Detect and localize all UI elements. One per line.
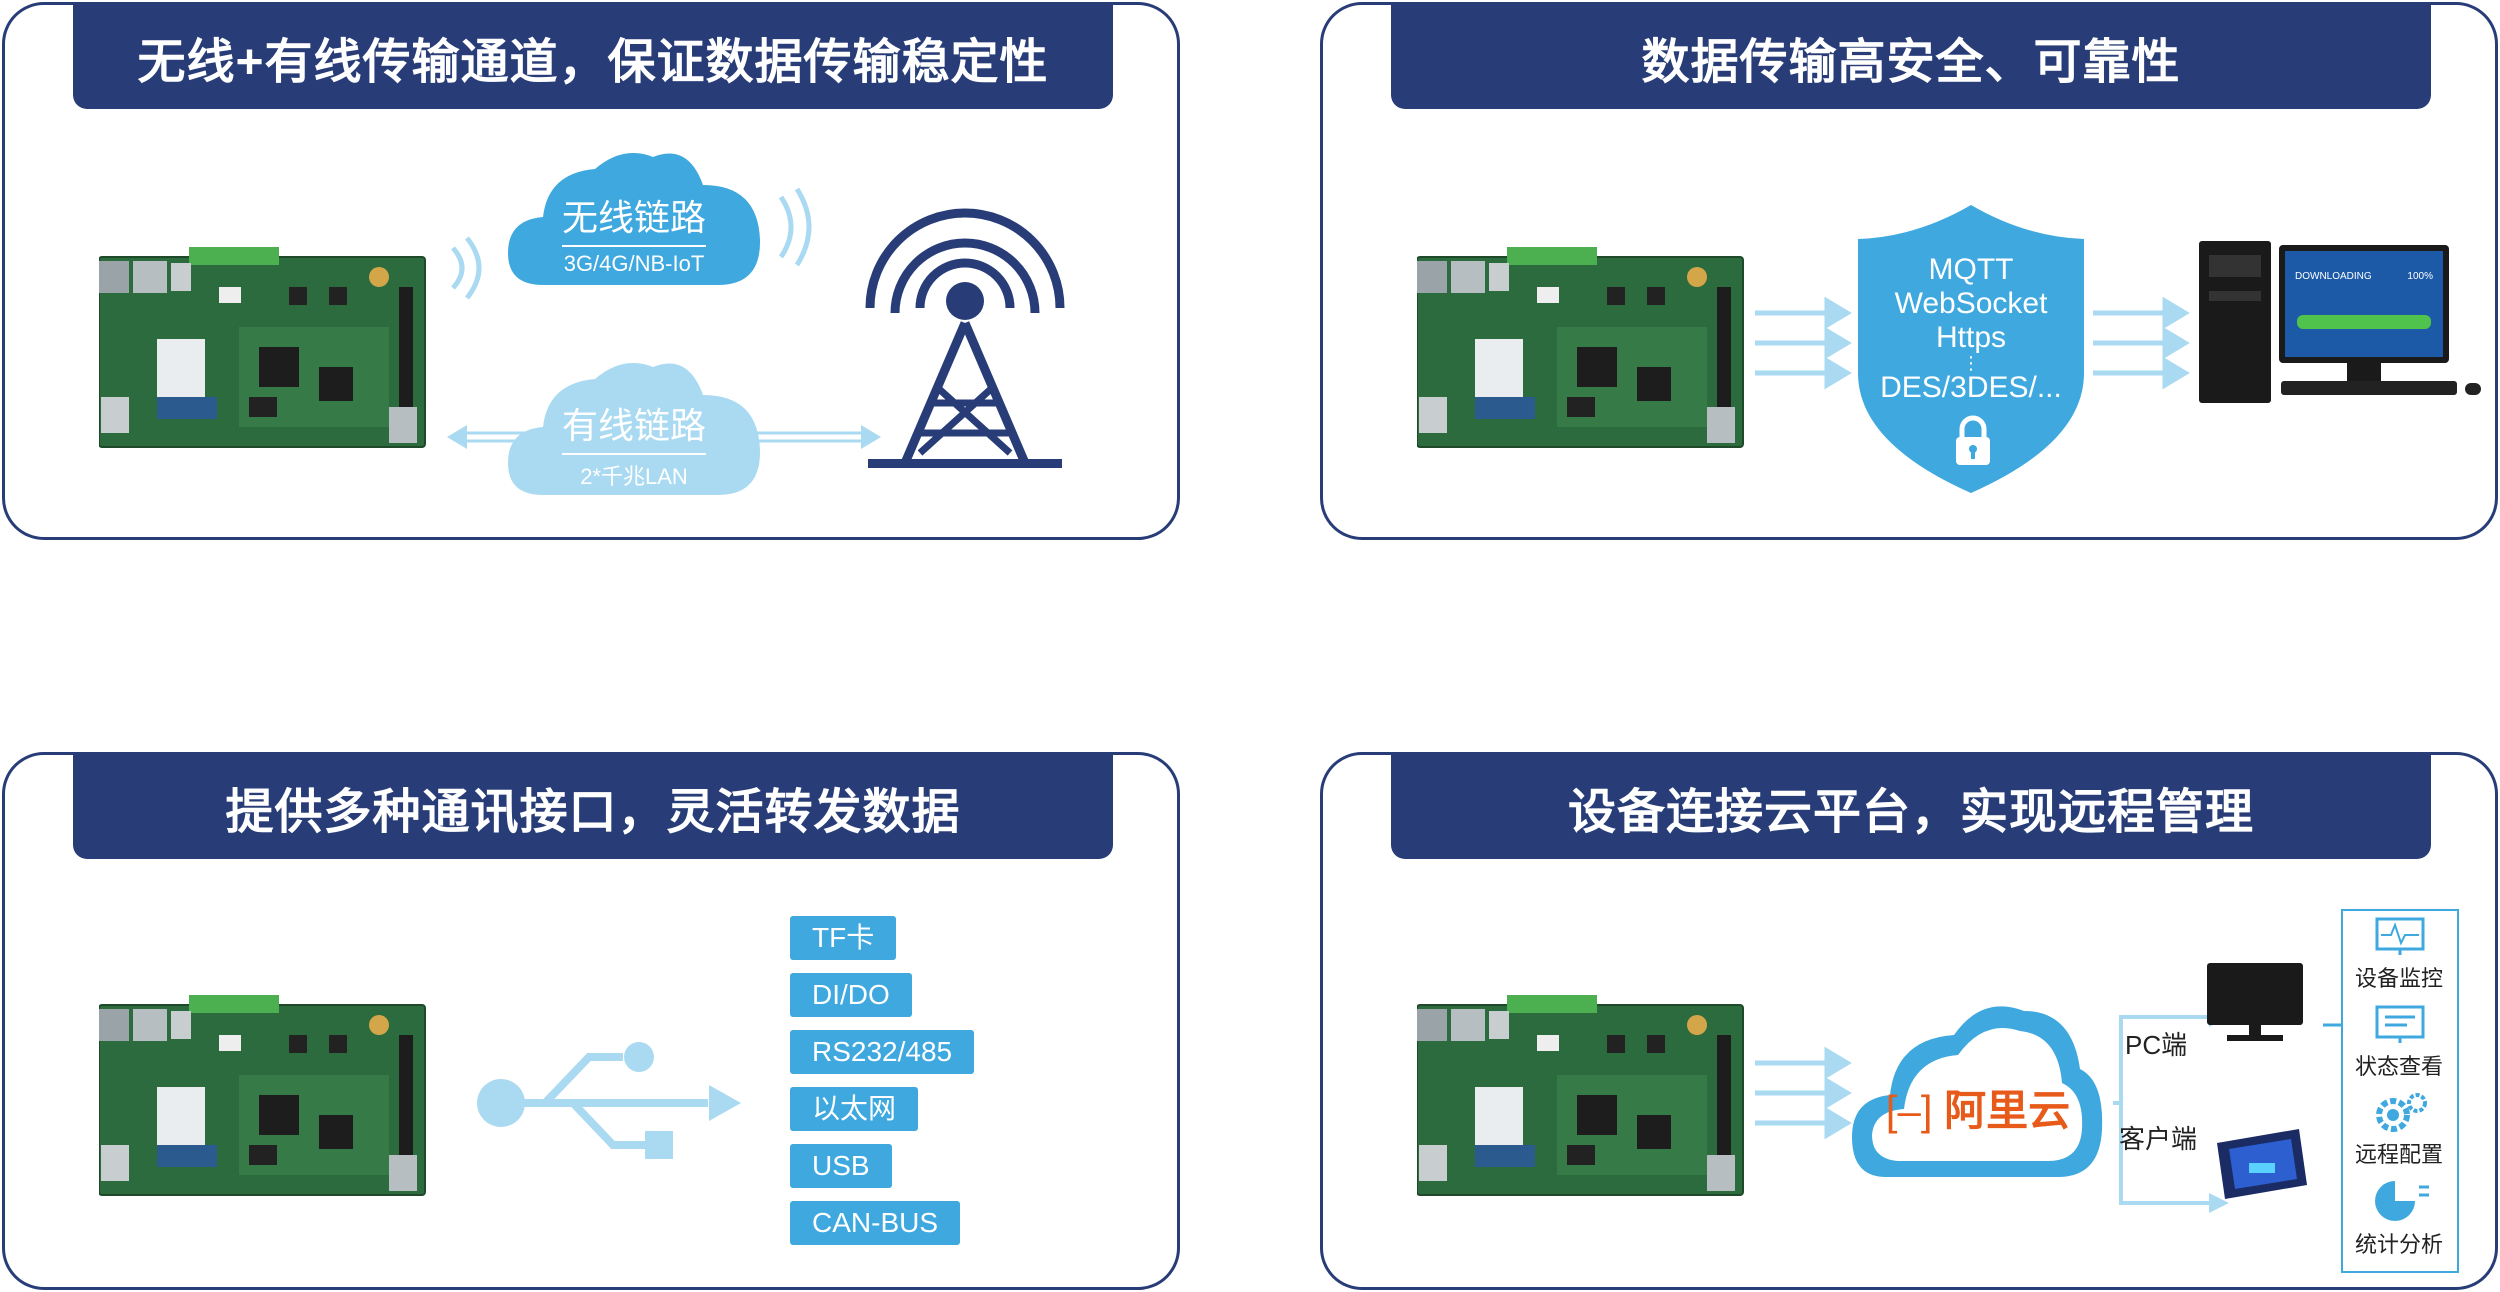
pc-monitor-icon	[2207, 963, 2303, 1025]
interface-tag: TF卡	[790, 916, 897, 960]
feature-connector	[2323, 1023, 2343, 1027]
interface-tag: USB	[790, 1144, 892, 1188]
wired-link-label: 有线链路 2*千兆LAN	[503, 397, 765, 491]
panel-security: 数据传输高安全、可靠性 MQTT WebSocket Https ⋮ DES/3…	[1320, 2, 2498, 540]
tablet-icon	[2217, 1129, 2307, 1199]
interface-tag: RS232/485	[790, 1030, 975, 1074]
gear-icon	[2376, 1093, 2427, 1132]
interface-tag: DI/DO	[790, 973, 912, 1017]
monitor-icon: DOWNLOADING 100%	[2279, 245, 2449, 363]
panel-interfaces: 提供多种通讯接口，灵活转发数据 TF卡 DI/DO RS232/485 以太网 …	[2, 752, 1180, 1290]
interface-tag: 以太网	[790, 1087, 919, 1131]
cloud-platform-name: [–] 阿里云	[1885, 1087, 2071, 1134]
cloud-icon	[508, 363, 761, 495]
feature-label: 设备监控	[2354, 966, 2443, 991]
protocol-item: Https	[1935, 321, 2007, 354]
lock-icon	[1956, 415, 1990, 465]
cloud-icon	[508, 153, 761, 285]
feature-panel: 设备监控 状态查看 远程配置 统计分析	[2341, 909, 2459, 1273]
screen-text: DOWNLOADING	[2295, 271, 2372, 282]
client-label: 客户端	[2119, 1124, 2198, 1154]
pie-chart-icon	[2375, 1181, 2429, 1221]
protocol-item: MQTT	[1928, 253, 2014, 286]
device-board-image	[1417, 247, 1744, 448]
panel-title: 提供多种通讯接口，灵活转发数据	[73, 755, 1113, 859]
panel-cloud: 设备连接云平台，实现远程管理 [–] 阿里云 PC端 客户端	[1320, 752, 2498, 1290]
panel-title: 无线+有线传输通道，保证数据传输稳定性	[73, 5, 1113, 109]
screen-percent: 100%	[2407, 271, 2433, 282]
signal-waves-icon	[451, 236, 482, 300]
feature-label: 统计分析	[2354, 1232, 2443, 1257]
protocol-item: DES/3DES/...	[1880, 371, 2062, 404]
signal-waves-icon	[778, 187, 812, 267]
wireless-link-label: 无线链路 3G/4G/NB-IoT	[503, 189, 765, 277]
panel-title: 设备连接云平台，实现远程管理	[1391, 755, 2431, 859]
aliyun-logo-icon: [–]	[1885, 1087, 1933, 1134]
feature-label: 状态查看	[2354, 1054, 2443, 1079]
interface-tag: CAN-BUS	[790, 1201, 961, 1245]
device-board-image	[1417, 995, 1744, 1196]
monitor-icon	[2375, 917, 2425, 955]
mouse-icon	[2465, 383, 2481, 395]
device-board-image	[99, 995, 426, 1196]
signal-tower-icon	[865, 208, 1065, 468]
panel-wireless-wired: 无线+有线传输通道，保证数据传输稳定性 无线链路 3G/4G/NB-IoT 有线…	[2, 2, 1180, 540]
progress-bar	[2297, 315, 2431, 329]
arrows-icon	[1755, 296, 1852, 390]
usb-icon	[477, 1042, 741, 1159]
protocol-list: MQTT WebSocket Https ⋮ DES/3DES/...	[1856, 253, 2086, 405]
desktop-tower-icon	[2199, 241, 2271, 403]
shield-icon	[1858, 205, 2084, 493]
cloud-icon	[1852, 1006, 2103, 1177]
screen-list-icon	[2375, 1005, 2425, 1043]
arrows-icon	[1755, 1046, 1852, 1140]
keyboard-icon	[2281, 381, 2457, 395]
device-board-image	[99, 247, 426, 448]
arrows-icon	[2093, 296, 2190, 390]
panel-title: 数据传输高安全、可靠性	[1391, 5, 2431, 109]
pc-label: PC端	[2125, 1030, 2188, 1060]
protocol-item: WebSocket	[1894, 287, 2048, 320]
feature-label: 远程配置	[2354, 1142, 2443, 1167]
